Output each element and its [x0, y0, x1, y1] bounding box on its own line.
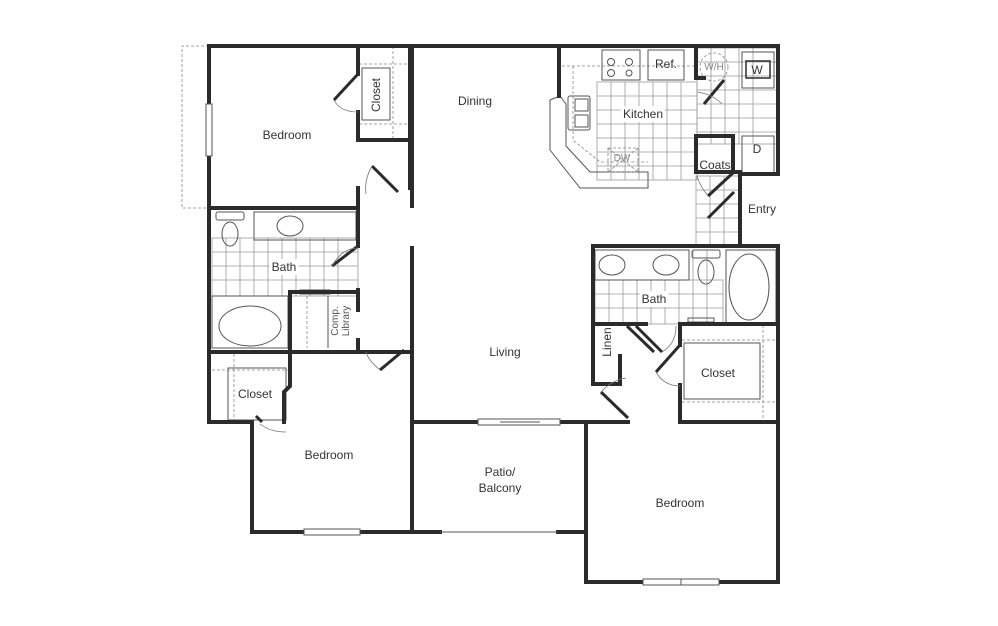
label-dining: Dining: [457, 94, 493, 108]
label-entry: Entry: [747, 202, 777, 216]
kitchen-fixtures: [549, 49, 775, 189]
balcony-outline: [181, 45, 209, 209]
label-comp-library: Comp. Library: [330, 305, 352, 337]
toilet-icon: [691, 249, 721, 259]
label-bath-1: Bath: [269, 259, 299, 275]
label-coats: Coats: [699, 158, 731, 172]
label-dishwasher: DW: [613, 153, 631, 164]
label-closet-1: Closet: [369, 77, 383, 113]
washer-icon: [741, 51, 775, 89]
sink-icon: [567, 95, 591, 131]
label-linen: Linen: [600, 327, 614, 357]
label-kitchen: Kitchen: [620, 106, 666, 122]
doors: [254, 72, 736, 433]
label-closet-3: Closet: [700, 366, 736, 380]
label-bath-2: Bath: [639, 291, 669, 307]
label-patio-balcony: Patio/ Balcony: [478, 465, 522, 495]
label-bedroom-3: Bedroom: [655, 496, 705, 510]
label-closet-2: Closet: [237, 387, 273, 401]
stove-icon: [601, 49, 641, 81]
closet-shelving: [212, 46, 776, 421]
windows: [205, 103, 720, 586]
bath-2-fixtures: [594, 249, 777, 325]
bathtub-icon: [218, 305, 282, 347]
sink-icon: [598, 254, 626, 276]
water-heater-icon: [699, 52, 729, 82]
label-refrigerator: Ref.: [654, 57, 678, 71]
label-living: Living: [489, 345, 521, 359]
window: [205, 103, 213, 157]
label-washer: W: [751, 63, 763, 77]
window: [303, 528, 361, 536]
refrigerator-icon: [647, 49, 685, 81]
bathtub-icon: [728, 253, 770, 321]
label-bedroom-1: Bedroom: [262, 128, 312, 142]
counter: [549, 95, 649, 189]
label-dryer: D: [752, 142, 762, 156]
toilet-icon: [215, 211, 245, 221]
label-water-heater: W/H: [704, 62, 724, 73]
bath-2-tiles: [594, 250, 724, 325]
dishwasher-icon: [607, 147, 639, 173]
label-bedroom-2: Bedroom: [304, 448, 354, 462]
sink-icon: [276, 215, 304, 237]
